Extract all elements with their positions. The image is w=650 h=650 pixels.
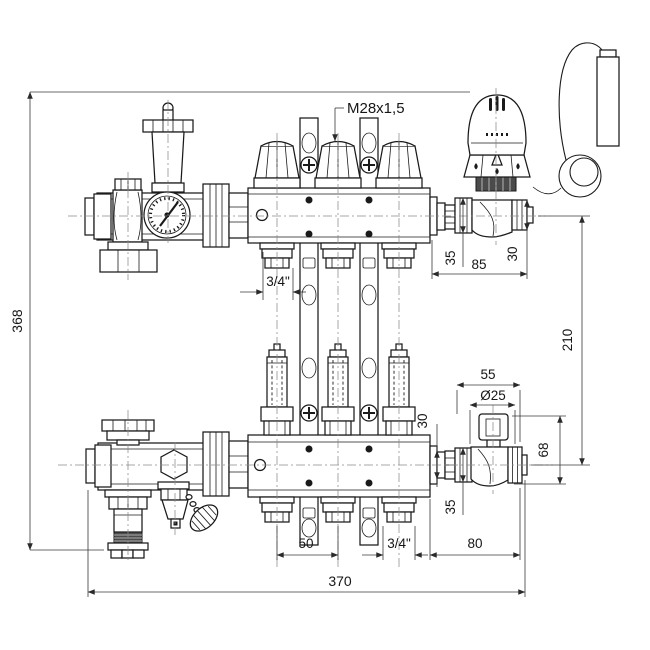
dim-supply-outlet-thread-label: 3/4"	[266, 274, 290, 289]
bracket-screws	[300, 156, 318, 487]
dim-return-valve-width-label: 55	[480, 367, 495, 382]
dim-outlet-spacing-label: 50	[298, 536, 313, 551]
dim-supply-outlet-nut-label: 30	[505, 246, 520, 261]
dim-return-outlet-thread-label: 3/4"	[387, 536, 411, 551]
dim-overall-width-label: 370	[328, 573, 352, 589]
return-manifold	[85, 419, 446, 559]
dim-overall-height-label: 368	[9, 309, 25, 333]
actuator-thread-label: M28x1,5	[347, 100, 405, 117]
return-union	[202, 431, 249, 497]
return-bar	[247, 434, 431, 498]
remote-sensor	[596, 49, 620, 147]
drain-cock-with-cap	[157, 481, 219, 532]
dimensions: 368 370 M28x1,5 3/4" 35 30 85 210	[9, 91, 590, 597]
droplet-icon	[516, 163, 520, 170]
fill-plug-hex	[160, 449, 188, 480]
capillary-tube	[532, 42, 603, 198]
dim-supply-union-nut-label: 35	[443, 250, 458, 265]
centerlines	[58, 88, 553, 568]
dim-return-valve-length-label: 80	[467, 536, 482, 551]
dim-return-union-nut-label: 35	[443, 499, 458, 514]
dim-return-tailpiece-label: 30	[415, 413, 430, 428]
dim-supply-valve-length-label: 85	[471, 257, 486, 272]
flow-meter	[260, 343, 294, 436]
pressure-gauge	[143, 191, 191, 239]
supply-bar	[247, 187, 431, 244]
thermostatic-valve	[444, 197, 534, 238]
dim-return-valve-height-label: 68	[536, 442, 551, 457]
dim-axis-distance-label: 210	[560, 329, 575, 352]
thermostatic-head	[463, 94, 531, 192]
return-end-plug	[85, 448, 96, 484]
dim-return-valve-diameter-label: Ø25	[480, 388, 506, 403]
supply-end-plug	[84, 197, 95, 236]
drain-cap	[189, 504, 219, 532]
supply-union	[202, 183, 249, 248]
droplet-icon	[474, 163, 478, 170]
